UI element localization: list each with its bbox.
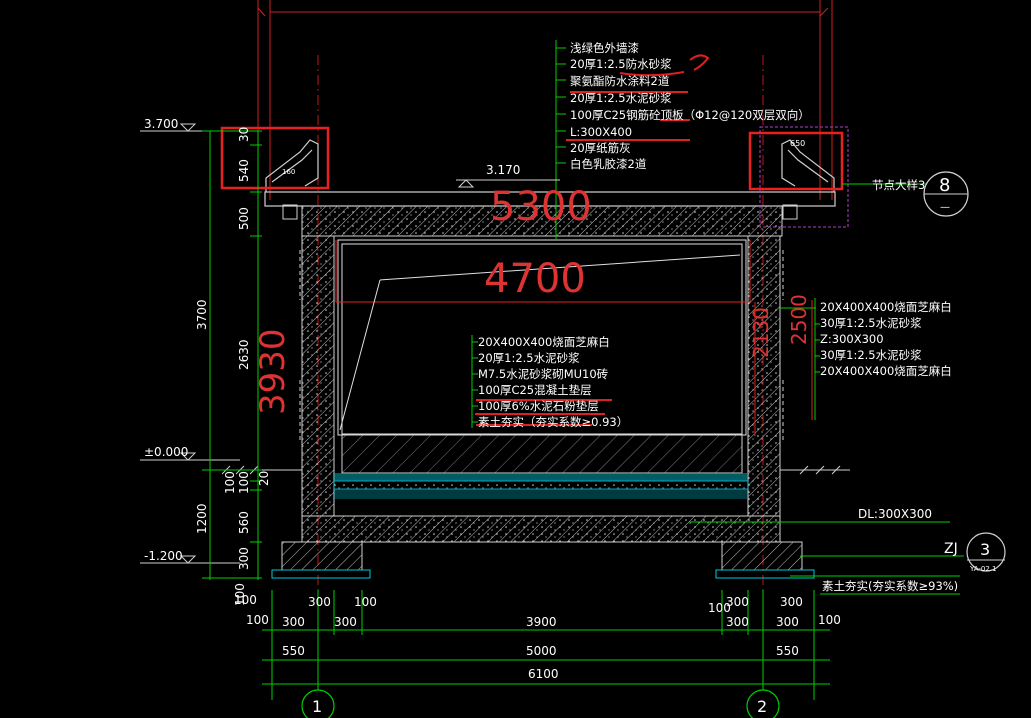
red-dim-2500: 2500 — [787, 294, 811, 345]
row2-100-b: 100 — [818, 613, 841, 627]
left-parapet — [265, 139, 319, 192]
floor-layer-3: M7.5水泥砂浆砌MU10砖 — [478, 367, 609, 381]
wall-layer-1: 20X400X400烧面芝麻白 — [820, 300, 952, 314]
dim-30: 30 — [237, 127, 251, 142]
zj-circle — [966, 532, 1006, 572]
elevation-top: 3.700 — [144, 117, 178, 131]
row3-5000: 5000 — [526, 644, 557, 658]
right-highlight-box — [748, 131, 844, 191]
node-detail-number: 8 — [939, 175, 950, 196]
floor-layer-2: 20厚1:2.5水泥砂浆 — [478, 351, 580, 365]
wall-layer-5: 20X400X400烧面芝麻白 — [820, 364, 952, 378]
interior-red-lines — [335, 240, 751, 303]
node-detail-label: 节点大样3 — [872, 178, 925, 192]
roof-layer-6: L:300X400 — [570, 125, 632, 139]
dim-100c: 100 — [233, 583, 247, 606]
wall-layer-3: Z:300X300 — [820, 332, 884, 346]
dim-500: 500 — [237, 207, 251, 230]
row4-6100: 6100 — [528, 667, 559, 681]
left-dim-texts: 30 540 500 3700 2630 100 100 1200 560 30… — [195, 127, 271, 606]
bottom-dim-100-left: 100 — [234, 593, 257, 607]
dim-540: 540 — [237, 159, 251, 182]
red-dim-4700: 4700 — [484, 256, 586, 302]
axis-label-2: 2 — [757, 697, 767, 716]
roof-layer-list: 浅绿色外墙漆 20厚1:2.5防水砂浆 聚氨酯防水涂料2道 20厚1:2.5水泥… — [556, 41, 810, 171]
right-parapet — [781, 139, 835, 192]
wall-layer-2: 30厚1:2.5水泥砂浆 — [820, 316, 922, 330]
wall-details — [282, 204, 798, 440]
elevation-roof: 3.170 — [486, 163, 520, 177]
red-dim-5300: 5300 — [490, 184, 592, 230]
floor-fill — [333, 434, 749, 499]
row2-300-a: 300 — [282, 615, 305, 629]
roof-layer-4: 20厚1:2.5水泥砂浆 — [570, 91, 672, 105]
red-dim-2130: 2130 — [749, 307, 773, 358]
bottom-dim-row1: 100 300 100 100 300 300 — [234, 593, 803, 615]
elevation-ground: ±0.000 — [144, 445, 188, 459]
dim-300: 300 — [237, 547, 251, 570]
dim-100b: 100 — [237, 471, 251, 494]
parapet-160: 160 — [282, 168, 295, 176]
row3-550-b: 550 — [776, 644, 799, 658]
floor-layer-6: 素土夯实（夯实系数≥0.93） — [478, 415, 628, 429]
leader-lines — [471, 40, 816, 428]
bottom-dim-100-l: 100 — [354, 595, 377, 609]
dim-2630: 2630 — [237, 339, 251, 370]
axis-bubble-2 — [746, 689, 780, 718]
zj-number: 3 — [980, 540, 990, 559]
red-markup — [475, 54, 710, 426]
node-detail-sub: — — [940, 202, 950, 213]
bottom-dim-row3: 550 5000 550 — [282, 644, 799, 658]
top-frame — [257, 0, 833, 200]
red-dim-3930: 3930 — [253, 328, 293, 415]
bottom-dim-row2: 100 300 300 3900 300 300 100 — [246, 613, 841, 629]
roof-layer-7: 20厚纸筋灰 — [570, 141, 631, 155]
floor-layer-5: 100厚6%水泥石粉垫层 — [478, 399, 599, 413]
zj-label: ZJ — [944, 541, 958, 557]
roof-layer-3: 聚氨酯防水涂料2道 — [570, 74, 670, 88]
bottom-dim-100-r: 100 — [708, 601, 731, 615]
dim-100a: 100 — [223, 471, 237, 494]
roof-slab — [264, 191, 836, 237]
wall-layer-list: 20X400X400烧面芝麻白 30厚1:2.5水泥砂浆 Z:300X300 3… — [780, 300, 952, 378]
floor-layer-1: 20X400X400烧面芝麻白 — [478, 335, 610, 349]
roof-layer-8: 白色乳胶漆2道 — [570, 157, 647, 171]
row3-550-a: 550 — [282, 644, 305, 658]
row2-3900: 3900 — [526, 615, 557, 629]
right-wall — [747, 235, 781, 517]
roof-layer-5: 100厚C25钢筋砼顶板（Φ12@120双层双向） — [570, 108, 810, 122]
elevation-bottom: -1.200 — [144, 549, 183, 563]
floor-layer-list: 20X400X400烧面芝麻白 20厚1:2.5水泥砂浆 M7.5水泥砂浆砌MU… — [472, 335, 628, 429]
row2-300-c: 300 — [726, 615, 749, 629]
parapet-650: 650 — [790, 139, 805, 148]
left-wall — [301, 235, 335, 517]
dim-20: 20 — [257, 471, 271, 486]
dim-560: 560 — [237, 511, 251, 534]
soil-label: 素土夯实(夯实系数≥93%) — [822, 579, 958, 593]
base-slab — [271, 515, 815, 579]
left-dim-lines — [202, 130, 262, 580]
node-detail-frame — [759, 126, 849, 228]
bottom-dim-300-r: 300 — [726, 595, 749, 609]
zj-sub: YA-02.1 — [969, 565, 996, 573]
axis-bubble-1 — [301, 689, 335, 718]
axis-label-1: 1 — [312, 697, 322, 716]
roof-layer-1: 浅绿色外墙漆 — [570, 41, 639, 55]
row2-100-a: 100 — [246, 613, 269, 627]
bottom-dim-lines — [262, 590, 830, 700]
left-highlight-box — [220, 126, 330, 190]
row2-300-b: 300 — [334, 615, 357, 629]
bottom-dim-300-l: 300 — [308, 595, 331, 609]
dl-beam-label: DL:300X300 — [858, 507, 932, 521]
bottom-dim-300-r2: 300 — [780, 595, 803, 609]
roof-layer-2: 20厚1:2.5防水砂浆 — [570, 57, 672, 71]
row2-300-d: 300 — [776, 615, 799, 629]
floor-layer-4: 100厚C25混凝土垫层 — [478, 383, 592, 397]
dim-3700: 3700 — [195, 299, 209, 330]
wall-layer-4: 30厚1:2.5水泥砂浆 — [820, 348, 922, 362]
dim-1200: 1200 — [195, 503, 209, 534]
